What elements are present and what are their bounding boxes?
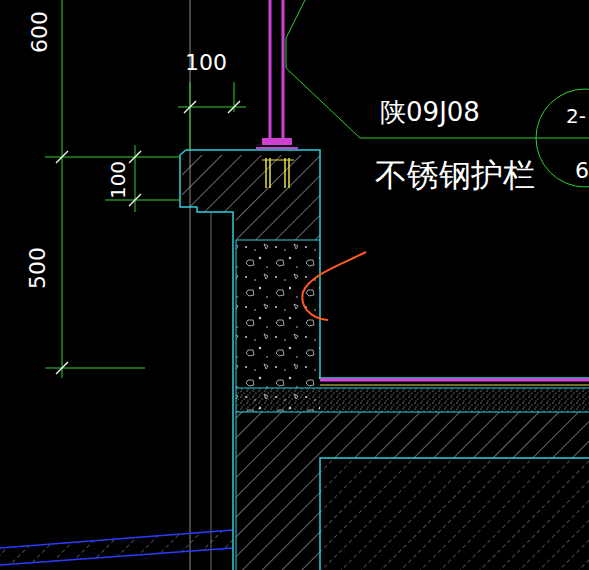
index-text: 2- bbox=[566, 106, 586, 126]
circle-shape bbox=[536, 89, 589, 187]
detail-index-circle: 2- 6 bbox=[535, 88, 589, 188]
index-text: 6 bbox=[575, 160, 589, 182]
circle-divider bbox=[535, 138, 589, 139]
dimension-text: 600 bbox=[29, 11, 51, 53]
dimension-text: 500 bbox=[27, 247, 49, 289]
note-text: 陕09J08 bbox=[380, 99, 480, 125]
dimension-text: 100 bbox=[185, 52, 227, 74]
dimension-text: 100 bbox=[108, 161, 128, 199]
note-text: 不锈钢护栏 bbox=[375, 159, 535, 191]
